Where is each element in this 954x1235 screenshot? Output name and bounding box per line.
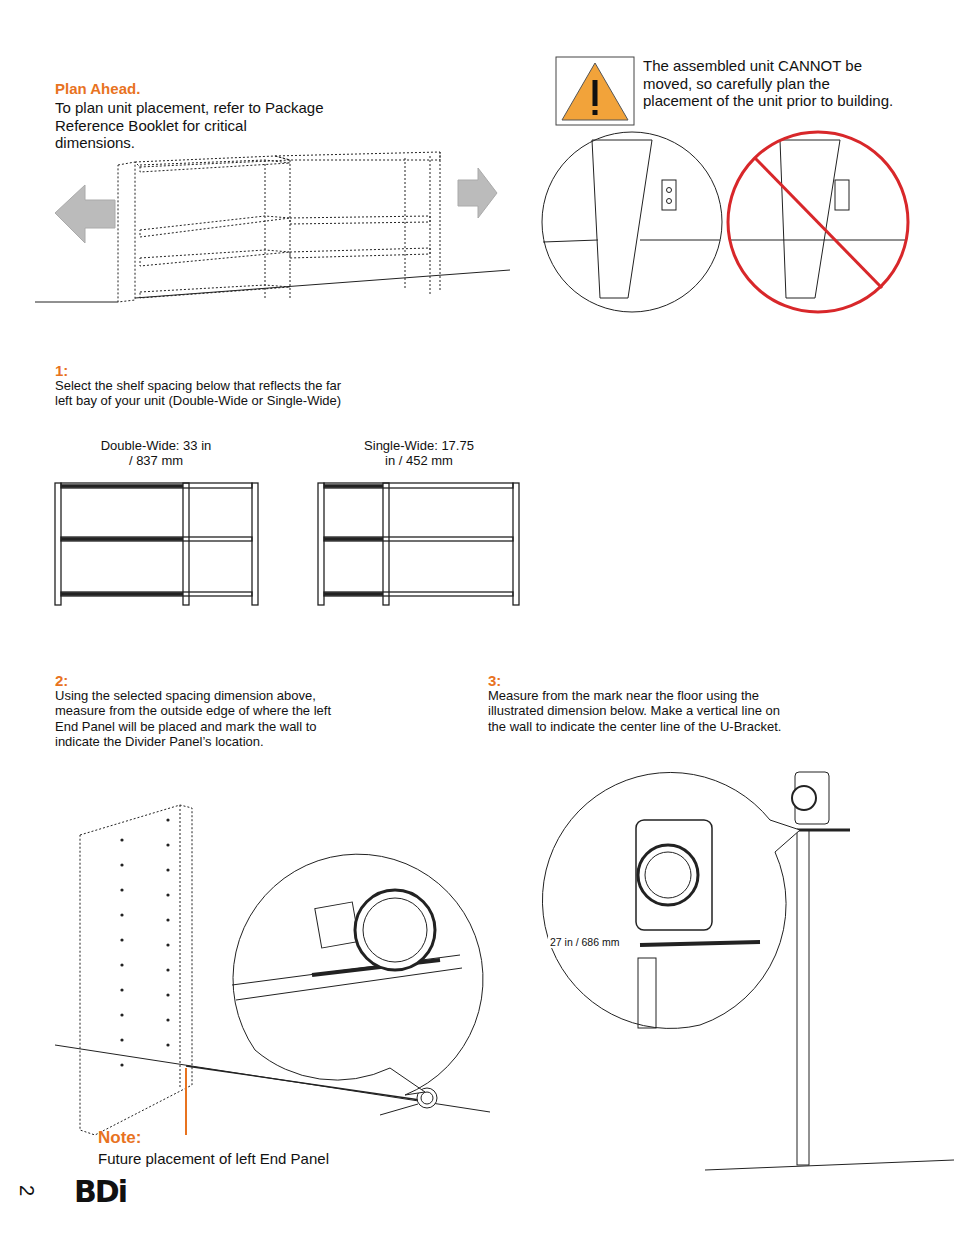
section-title: Plan Ahead.: [55, 80, 140, 98]
brand-logo: BDi: [74, 1174, 134, 1209]
page-number: 2: [14, 1185, 38, 1205]
dimension-label: Single-Wide: 17.75 in / 452 mm: [360, 438, 478, 469]
step-number: 2:: [55, 672, 95, 690]
shelf-unit: [118, 152, 440, 302]
warning-text: The assembled unit CANNOT be moved, so c…: [643, 57, 903, 110]
step-number: 1:: [55, 362, 95, 380]
note-heading: Note:: [98, 1128, 178, 1148]
step-text: Using the selected spacing dimension abo…: [55, 688, 345, 749]
note-text: Future placement of left End Panel: [98, 1150, 398, 1168]
step-text: Select the shelf spacing below that refl…: [55, 378, 355, 409]
step-text: Measure from the mark near the floor usi…: [488, 688, 783, 734]
intro-text: To plan unit placement, refer to Package…: [55, 99, 325, 152]
dimension-label: Double-Wide: 33 in / 837 mm: [100, 438, 212, 469]
dimension-label: 27 in / 686 mm: [548, 936, 621, 948]
step-number: 3:: [488, 672, 528, 690]
